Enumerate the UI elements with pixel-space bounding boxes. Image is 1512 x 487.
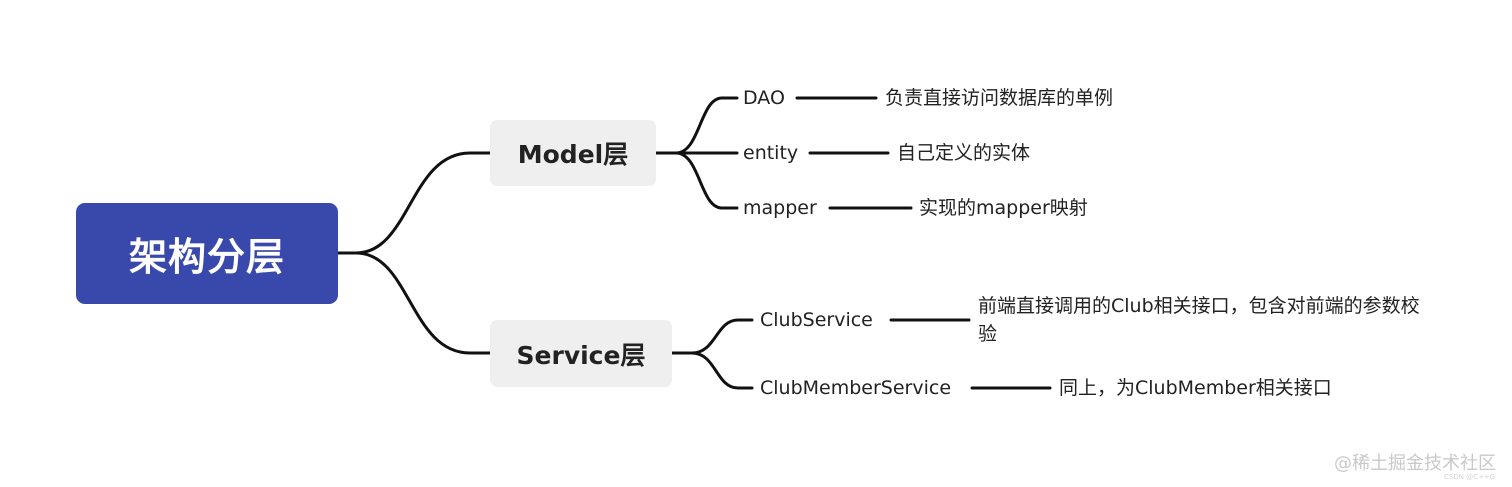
note-clubmemberservice: 同上，为ClubMember相关接口 [1059, 377, 1332, 399]
leaf-node-clubservice[interactable]: ClubService [760, 309, 873, 331]
leaf-node-entity[interactable]: entity [743, 142, 799, 164]
connector-service-clubmemberservice [670, 351, 754, 390]
connector-model-mapper [654, 151, 739, 210]
note-entity: 自己定义的实体 [897, 142, 1031, 164]
connector-service-clubservice [670, 318, 754, 355]
leaf-node-dao[interactable]: DAO [743, 87, 785, 109]
branch-node-model[interactable]: Model层 [490, 120, 656, 186]
branch-label-model: Model层 [517, 140, 629, 169]
note-clubservice: 前端直接调用的Club相关接口，包含对前端的参数校验 [978, 295, 1420, 345]
note-mapper: 实现的mapper映射 [919, 197, 1088, 219]
note-dao: 负责直接访问数据库的单例 [885, 87, 1114, 109]
connector-root-model [336, 151, 492, 255]
leaf-node-mapper[interactable]: mapper [743, 197, 817, 219]
branch-node-service[interactable]: Service层 [490, 320, 672, 387]
watermark: @稀土掘金技术社区 [1334, 453, 1496, 474]
leaf-node-clubmemberservice[interactable]: ClubMemberService [760, 377, 952, 399]
root-node[interactable]: 架构分层 [76, 203, 338, 304]
branch-label-service: Service层 [516, 340, 646, 370]
root-label: 架构分层 [128, 235, 285, 279]
connector-model-dao [654, 96, 739, 155]
connector-root-service [336, 251, 492, 355]
watermark-small: CSDN @C++G [1444, 473, 1496, 481]
